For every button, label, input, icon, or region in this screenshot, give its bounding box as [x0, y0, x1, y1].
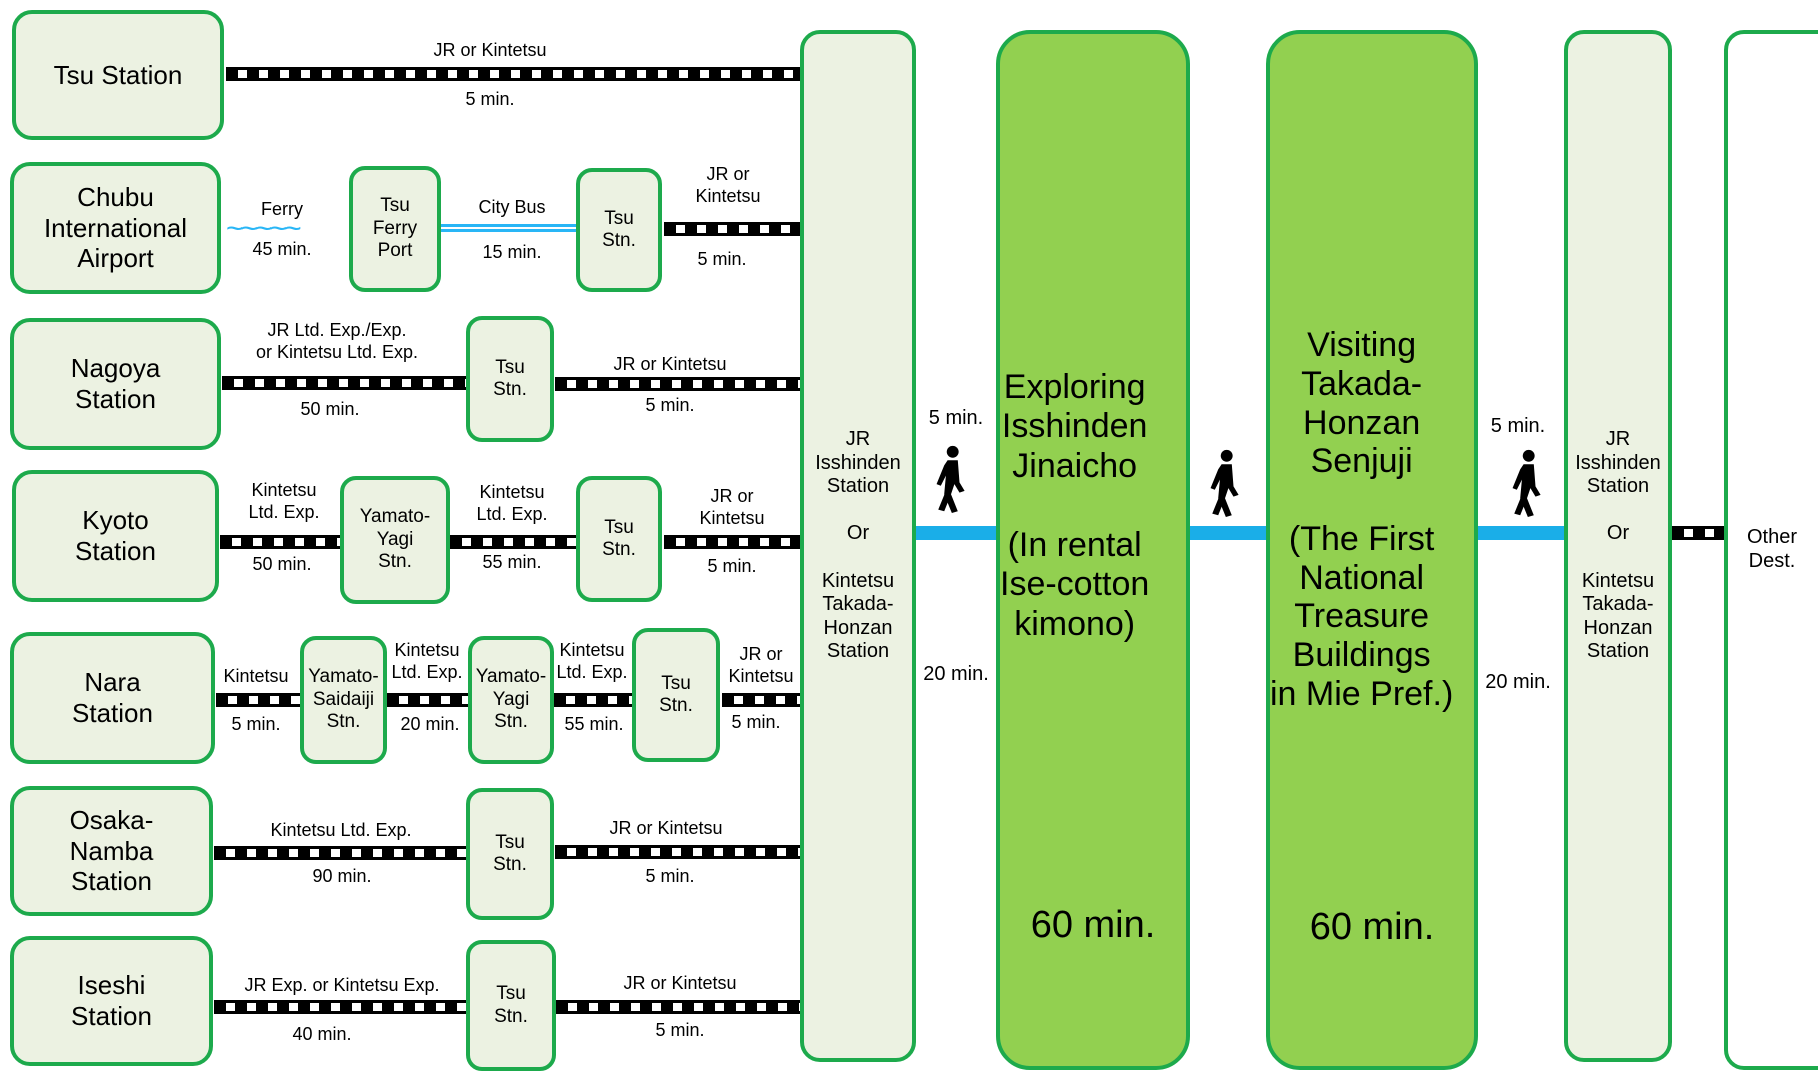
travel-time: 5 min. [645, 866, 695, 886]
travel-time: 5 min. [707, 556, 757, 576]
walking-person-icon [1210, 449, 1239, 517]
other-destinations: Other Dest. [1724, 30, 1818, 1070]
rail-line [214, 1000, 466, 1014]
transfer-tsu-stn: Tsu Stn. [632, 628, 720, 762]
transfer-yamato-yagi-stn: Yamato- Yagi Stn. [468, 636, 554, 764]
transfer-tsu-stn: Tsu Stn. [466, 788, 554, 920]
activity-duration: 60 min. [1030, 904, 1156, 946]
origin-osaka-namba-station: Osaka- Namba Station [10, 786, 213, 916]
origin-nagoya-station: Nagoya Station [10, 318, 221, 450]
rail-line [216, 693, 300, 707]
travel-time: 40 min. [292, 1024, 352, 1044]
rail-line [387, 693, 468, 707]
walk-line [1478, 526, 1564, 540]
travel-time: 5 min. [465, 89, 515, 109]
route-label: JR Exp. or Kintetsu Exp. [244, 975, 440, 995]
route-label: Kintetsu [223, 666, 289, 686]
rail-line [555, 377, 800, 391]
walk-time-kintetsu: 20 min. [923, 663, 989, 685]
route-label: JR or Kintetsu [609, 818, 723, 838]
rail-line [222, 376, 466, 390]
rail-line [1672, 526, 1724, 540]
route-label: JR or Kintetsu [699, 486, 765, 528]
rail-line [220, 535, 340, 549]
travel-time: 5 min. [655, 1020, 705, 1040]
walking-person-icon [936, 445, 965, 513]
walk-line [1190, 526, 1266, 540]
travel-time: 45 min. [252, 239, 312, 259]
route-label: Kintetsu Ltd. Exp. [391, 640, 463, 682]
walk-time-kintetsu: 20 min. [1485, 671, 1551, 693]
travel-time: 20 min. [400, 714, 460, 734]
walk-time-jr: 5 min. [1490, 415, 1546, 437]
transfer-tsu-stn: Tsu Stn. [466, 940, 556, 1071]
rail-line [722, 693, 800, 707]
origin-kyoto-station: Kyoto Station [12, 470, 219, 602]
origin-iseshi-station: Iseshi Station [10, 936, 213, 1066]
route-label: Kintetsu Ltd. Exp. [270, 820, 412, 840]
route-label: Kintetsu Ltd. Exp. [556, 640, 628, 682]
transfer-yamato-yagi-stn: Yamato- Yagi Stn. [340, 476, 450, 604]
walk-time-jr: 5 min. [928, 407, 984, 429]
route-label: JR or Kintetsu [613, 354, 727, 374]
transfer-tsu-stn: Tsu Stn. [466, 316, 554, 442]
transfer-tsu-ferry-port: Tsu Ferry Port [349, 166, 441, 292]
bus-line [441, 224, 576, 232]
origin-tsu-station: Tsu Station [12, 10, 224, 140]
transfer-yamato-saidaiji-stn: Yamato- Saidaiji Stn. [300, 636, 387, 764]
rail-line [664, 222, 800, 236]
rail-line [226, 67, 800, 81]
travel-time: 90 min. [312, 866, 372, 886]
travel-time: 5 min. [645, 395, 695, 415]
activity-visiting-senjuji: Visiting Takada- Honzan Senjuji (The Fir… [1266, 30, 1478, 1070]
origin-chubu-airport: Chubu International Airport [10, 162, 221, 294]
route-label: JR or Kintetsu [728, 644, 794, 686]
route-label: JR Ltd. Exp./Exp. or Kintetsu Ltd. Exp. [255, 320, 419, 362]
rail-line [555, 845, 800, 859]
rail-line [214, 846, 466, 860]
rail-line [664, 535, 800, 549]
origin-nara-station: Nara Station [10, 632, 215, 764]
transfer-tsu-stn: Tsu Stn. [576, 168, 662, 292]
travel-time: 5 min. [231, 714, 281, 734]
activity-exploring-isshinden: Exploring Isshinden Jinaicho (In rental … [996, 30, 1190, 1070]
route-label: JR or Kintetsu [695, 164, 761, 206]
travel-time: 15 min. [482, 242, 542, 262]
travel-time: 55 min. [564, 714, 624, 734]
travel-time: 5 min. [697, 249, 747, 269]
walking-person-icon [1512, 449, 1541, 517]
travel-time: 50 min. [252, 554, 312, 574]
ferry-wave-icon: ~~~~~ [226, 212, 302, 245]
travel-time: 55 min. [482, 552, 542, 572]
rail-line [556, 1000, 800, 1014]
route-label: Ferry [261, 199, 303, 219]
route-label: City Bus [478, 197, 546, 217]
rail-line [450, 535, 576, 549]
travel-time: 50 min. [300, 399, 360, 419]
activity-title: Visiting Takada- Honzan Senjuji (The Fir… [1270, 326, 1454, 713]
route-label: Kintetsu Ltd. Exp. [476, 482, 548, 524]
transfer-tsu-stn: Tsu Stn. [576, 476, 662, 602]
walk-line [916, 526, 996, 540]
departure-station-column: JR Isshinden Station Or Kintetsu Takada-… [1564, 30, 1672, 1062]
route-label: Kintetsu Ltd. Exp. [248, 480, 320, 522]
arrival-station-column: JR Isshinden Station Or Kintetsu Takada-… [800, 30, 916, 1062]
travel-time: 5 min. [731, 712, 781, 732]
rail-line [554, 693, 632, 707]
activity-duration: 60 min. [1309, 906, 1435, 948]
route-label: JR or Kintetsu [623, 973, 737, 993]
route-label: JR or Kintetsu [433, 40, 547, 60]
activity-title: Exploring Isshinden Jinaicho (In rental … [1000, 368, 1150, 643]
